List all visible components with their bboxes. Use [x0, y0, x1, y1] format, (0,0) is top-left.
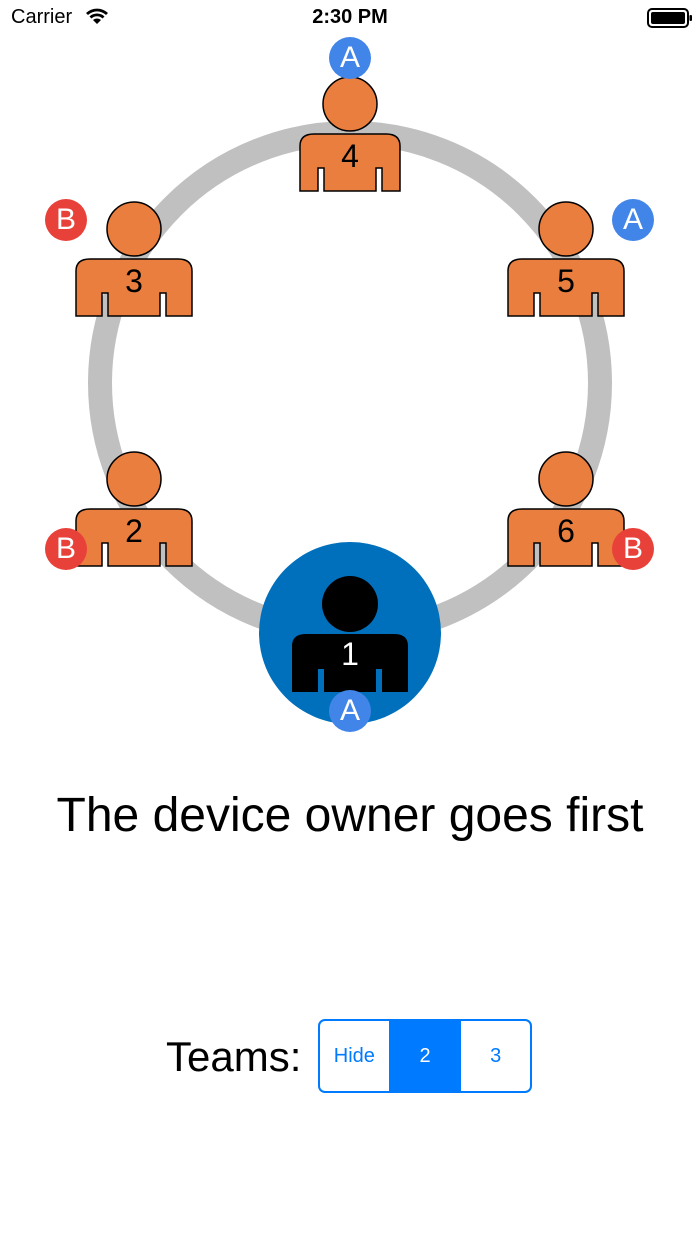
turn-headline: The device owner goes first: [56, 789, 644, 842]
player-seat-2[interactable]: 2: [74, 451, 194, 611]
player-number: 5: [557, 263, 575, 299]
player-number: 1: [341, 636, 359, 672]
wifi-icon: [86, 8, 108, 24]
team-badge-a: A: [329, 37, 371, 79]
carrier-label: Carrier: [11, 6, 73, 28]
player-number: 3: [125, 263, 143, 299]
segment-3[interactable]: 3: [459, 1021, 530, 1091]
player-number: 4: [341, 138, 359, 174]
status-time: 2:30 PM: [312, 6, 388, 28]
segment-hide[interactable]: Hide: [333, 1045, 375, 1067]
team-badge-a: A: [329, 690, 371, 732]
battery-icon: [647, 8, 692, 28]
person-icon: [75, 201, 193, 317]
player-seat-5[interactable]: 5: [506, 201, 626, 361]
status-bar: Carrier 2:30 PM: [0, 0, 700, 40]
player-seat-3[interactable]: 3: [74, 201, 194, 361]
team-badge-b: B: [612, 528, 654, 570]
player-seat-1-owner[interactable]: 1: [290, 576, 410, 736]
person-icon: [292, 576, 408, 692]
player-number: 6: [557, 513, 575, 549]
player-number: 2: [125, 513, 143, 549]
person-icon: [299, 76, 401, 192]
team-badge-b: B: [45, 199, 87, 241]
team-badge-b: B: [45, 528, 87, 570]
player-seat-6[interactable]: 6: [506, 451, 626, 611]
person-icon: [507, 201, 625, 317]
teams-segmented-control[interactable]: Hide 2 3: [318, 1019, 532, 1093]
teams-label: Teams:: [166, 1033, 302, 1080]
team-badge-a: A: [612, 199, 654, 241]
person-icon: [507, 451, 625, 567]
segment-2[interactable]: 2: [388, 1021, 460, 1091]
person-icon: [75, 451, 193, 567]
player-seat-4[interactable]: 4: [290, 76, 410, 236]
